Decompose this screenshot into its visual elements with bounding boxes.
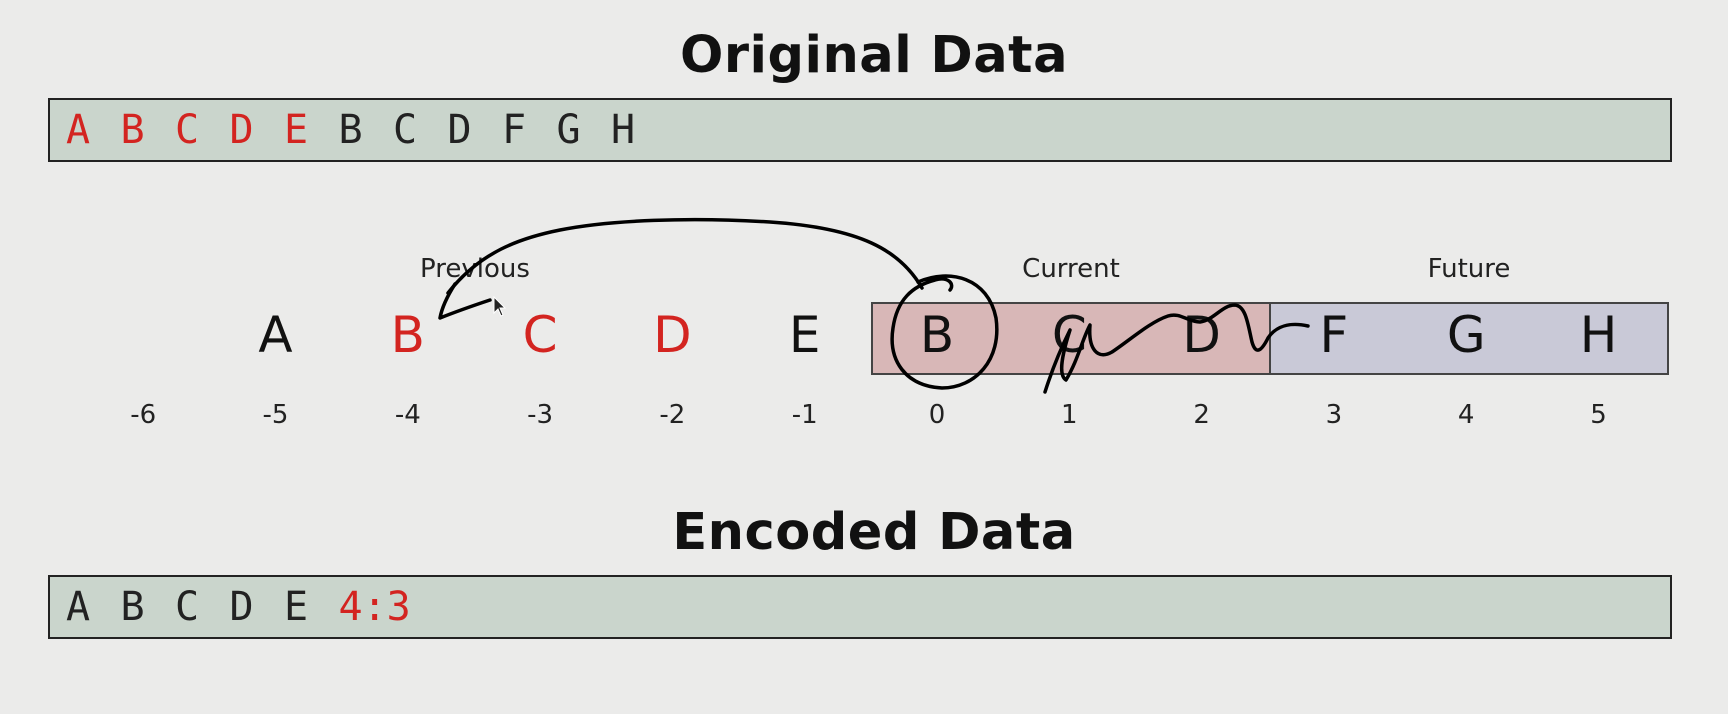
window-letter: F	[1319, 306, 1349, 364]
position-tick-label: 5	[1590, 400, 1607, 430]
window-letter: H	[1579, 306, 1618, 364]
position-tick-label: -5	[262, 400, 289, 430]
window-letter: B	[919, 306, 955, 364]
encoded-data-title: Encoded Data	[672, 503, 1076, 562]
position-tick-label: -3	[527, 400, 554, 430]
window-letter: A	[258, 306, 293, 364]
window-letter: B	[390, 306, 425, 364]
window-letter: D	[653, 306, 692, 364]
original-char: D	[229, 107, 254, 153]
position-tick-label: -1	[791, 400, 818, 430]
window-letter: C	[522, 306, 558, 364]
original-char: G	[556, 107, 581, 153]
encoded-char: A	[66, 584, 91, 630]
position-tick-label: -4	[394, 400, 421, 430]
previous-label: Previous	[420, 254, 530, 284]
original-char: C	[175, 107, 200, 153]
encoded-reference-token: 4:3	[338, 584, 411, 630]
original-char: B	[120, 107, 145, 153]
future-label: Future	[1427, 254, 1511, 284]
original-char: E	[284, 107, 309, 153]
encoded-char: C	[175, 584, 200, 630]
window-letter: D	[1182, 306, 1221, 364]
original-char: C	[393, 107, 418, 153]
position-tick-label: 4	[1457, 400, 1475, 430]
position-tick-label: 0	[928, 400, 946, 430]
encoded-char: B	[120, 584, 145, 630]
encoded-char: D	[229, 584, 254, 630]
encoded-char: E	[284, 584, 309, 630]
window-letter: E	[788, 306, 821, 364]
position-tick-label: 1	[1061, 400, 1078, 430]
original-char: F	[502, 107, 527, 153]
position-tick-label: 2	[1193, 400, 1210, 430]
original-data-title: Original Data	[680, 26, 1068, 85]
position-tick-label: -6	[130, 400, 157, 430]
position-tick-label: -2	[659, 400, 686, 430]
mouse-pointer-icon	[493, 296, 507, 317]
original-char: H	[611, 107, 636, 153]
window-letter: C	[1051, 306, 1087, 364]
position-tick-label: 3	[1325, 400, 1343, 430]
current-label: Current	[1022, 254, 1120, 284]
original-char: D	[447, 107, 472, 153]
original-char: A	[66, 107, 91, 153]
window-letter: G	[1446, 306, 1486, 364]
original-char: B	[338, 107, 363, 153]
future-buffer-box	[1269, 302, 1669, 375]
